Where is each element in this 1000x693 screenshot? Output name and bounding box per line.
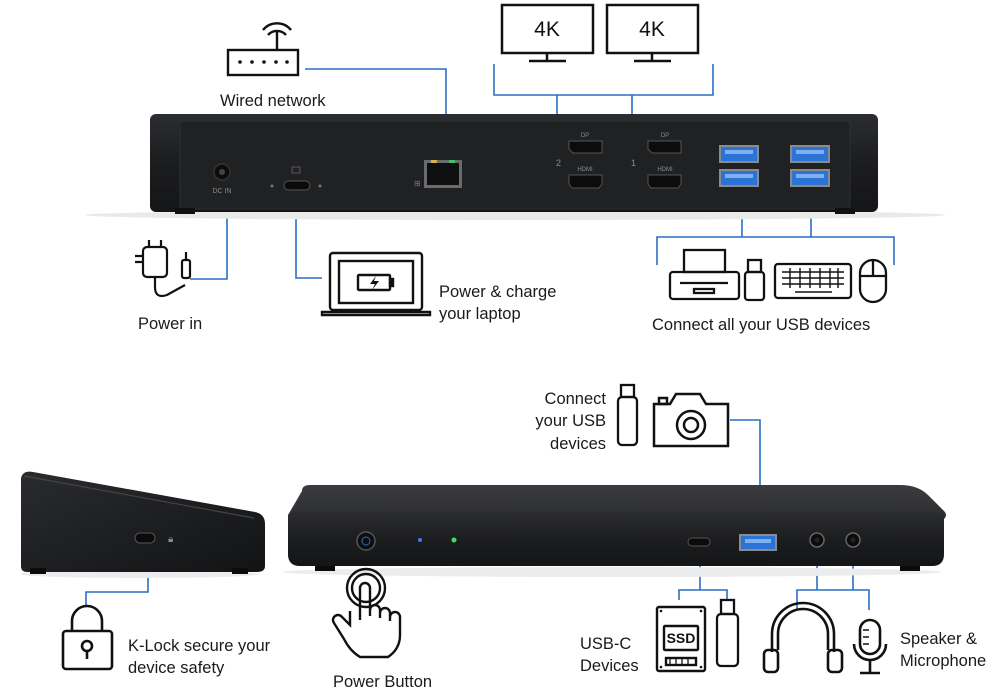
dp-label-2: DP (581, 133, 589, 139)
connect-usb-line-3: devices (550, 434, 606, 453)
monitor-icon (500, 3, 700, 63)
microphone-icon (852, 618, 888, 675)
lan-glyph: ⊞ (414, 179, 421, 188)
usb-stick-icon (616, 383, 639, 447)
mouse-icon (858, 258, 888, 304)
usb-stick-icon (743, 258, 766, 302)
usb-c-rear-port (270, 166, 322, 191)
monitor-1-label: 4K (534, 18, 560, 41)
dc-in-label: DC IN (212, 188, 231, 195)
lock-glyph: 🔒︎ (168, 534, 173, 545)
connect-usb-line-2: your USB (535, 412, 606, 431)
power-button[interactable] (356, 531, 376, 551)
camera-icon (652, 392, 730, 448)
connect-usb-line-1: Connect (544, 390, 606, 408)
hdmi-label-2: HDMI (577, 167, 593, 173)
laptop-charging-icon (320, 251, 432, 317)
audio-jacks (809, 532, 861, 548)
speaker-line-2: Microphone (900, 652, 987, 671)
wired-network-label: Wired network (220, 92, 326, 110)
speaker-line-1: Speaker & (900, 630, 978, 648)
power-charge-label: Power & charge your laptop (439, 281, 556, 326)
video-ports-1: DP HDMI 1 (631, 133, 682, 189)
router-icon (226, 22, 300, 77)
ssd-label: SSD (667, 630, 696, 646)
power-in-label: Power in (138, 315, 203, 333)
usb-stick-icon (715, 598, 740, 668)
ethernet-port: ⊞ (414, 160, 462, 188)
display-num-1: 1 (631, 158, 636, 168)
connect-usb-devices-label: Connect all your USB devices (652, 316, 871, 334)
dock-rear-view (85, 114, 945, 220)
usb-c-line-2: Devices (580, 657, 639, 676)
display-num-2: 2 (556, 158, 561, 168)
video-ports-2: DP HDMI 2 (556, 133, 603, 189)
hdmi-label-1: HDMI (657, 167, 673, 173)
dp-label-1: DP (661, 133, 669, 139)
status-led-green (451, 537, 457, 543)
usb-c-line-1: USB-C (580, 635, 632, 653)
dock-side-view: 🔒︎ (20, 471, 265, 578)
power-charge-line-2: your laptop (439, 305, 521, 324)
padlock-icon (61, 604, 114, 671)
power-button-label: Power Button (333, 673, 433, 691)
speaker-microphone-label: Speaker & Microphone (900, 628, 986, 673)
hand-press-icon (331, 567, 402, 659)
klock-line-2: device safety (128, 659, 225, 678)
headphones-icon (762, 601, 844, 674)
monitor-2-label: 4K (639, 18, 665, 41)
usb-c-front-port (687, 537, 711, 547)
keyboard-icon (773, 262, 853, 300)
power-charge-line-1: Power & charge (439, 283, 557, 301)
power-adapter-icon (135, 240, 192, 298)
klock-line-1: K-Lock secure your (128, 637, 271, 655)
status-led-blue (418, 538, 422, 542)
ssd-icon (655, 605, 707, 673)
usb-a-rear-ports (719, 145, 830, 187)
dock-front-view (282, 485, 946, 577)
dc-in-port: DC IN (212, 163, 232, 195)
klock-label: K-Lock secure your device safety (128, 635, 270, 680)
connect-usb-label: Connect your USB devices (520, 388, 606, 455)
usb-a-front-port (739, 534, 777, 551)
usb-c-devices-label: USB-C Devices (580, 633, 639, 678)
printer-icon (668, 248, 741, 301)
